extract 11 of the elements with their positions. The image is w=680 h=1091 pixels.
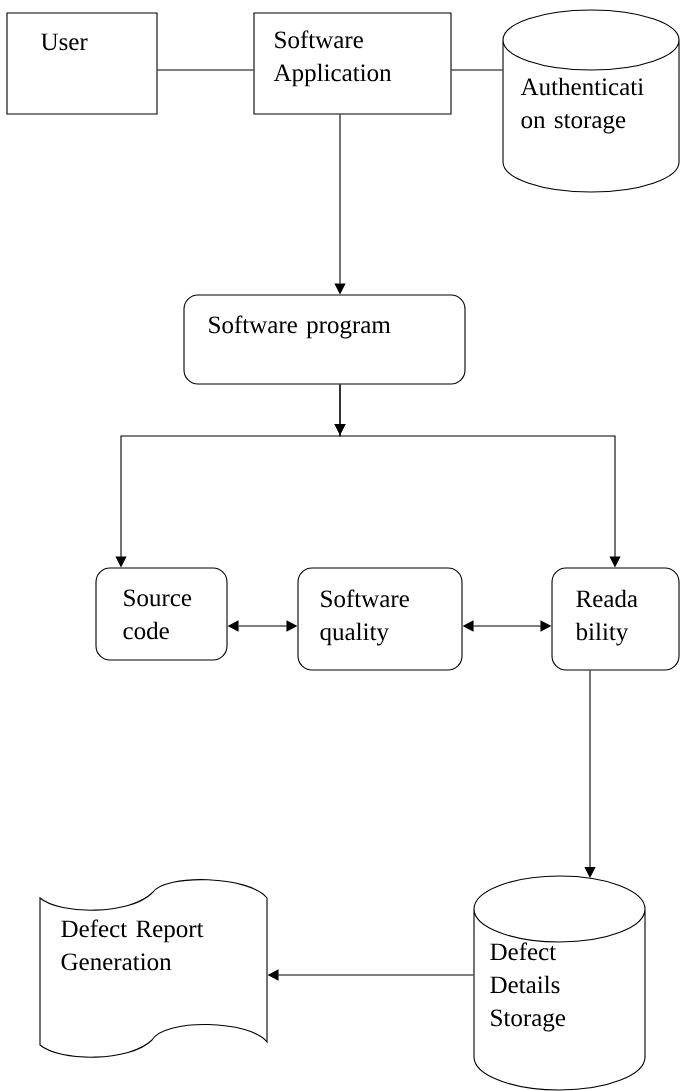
database-cylinder: Authenticati on storage: [502, 9, 680, 193]
process-box: Software program: [183, 294, 466, 385]
process-box: Reada bility: [551, 567, 680, 671]
process-box: Software quality: [297, 567, 463, 671]
process-box: Software Application: [253, 12, 452, 115]
connector-line: [157, 69, 254, 71]
connector-line: [451, 69, 503, 71]
process-box: User: [6, 12, 158, 115]
database-cylinder: Defect Details Storage: [473, 875, 646, 1091]
process-box: Source code: [95, 567, 228, 661]
arrow: [584, 670, 596, 878]
